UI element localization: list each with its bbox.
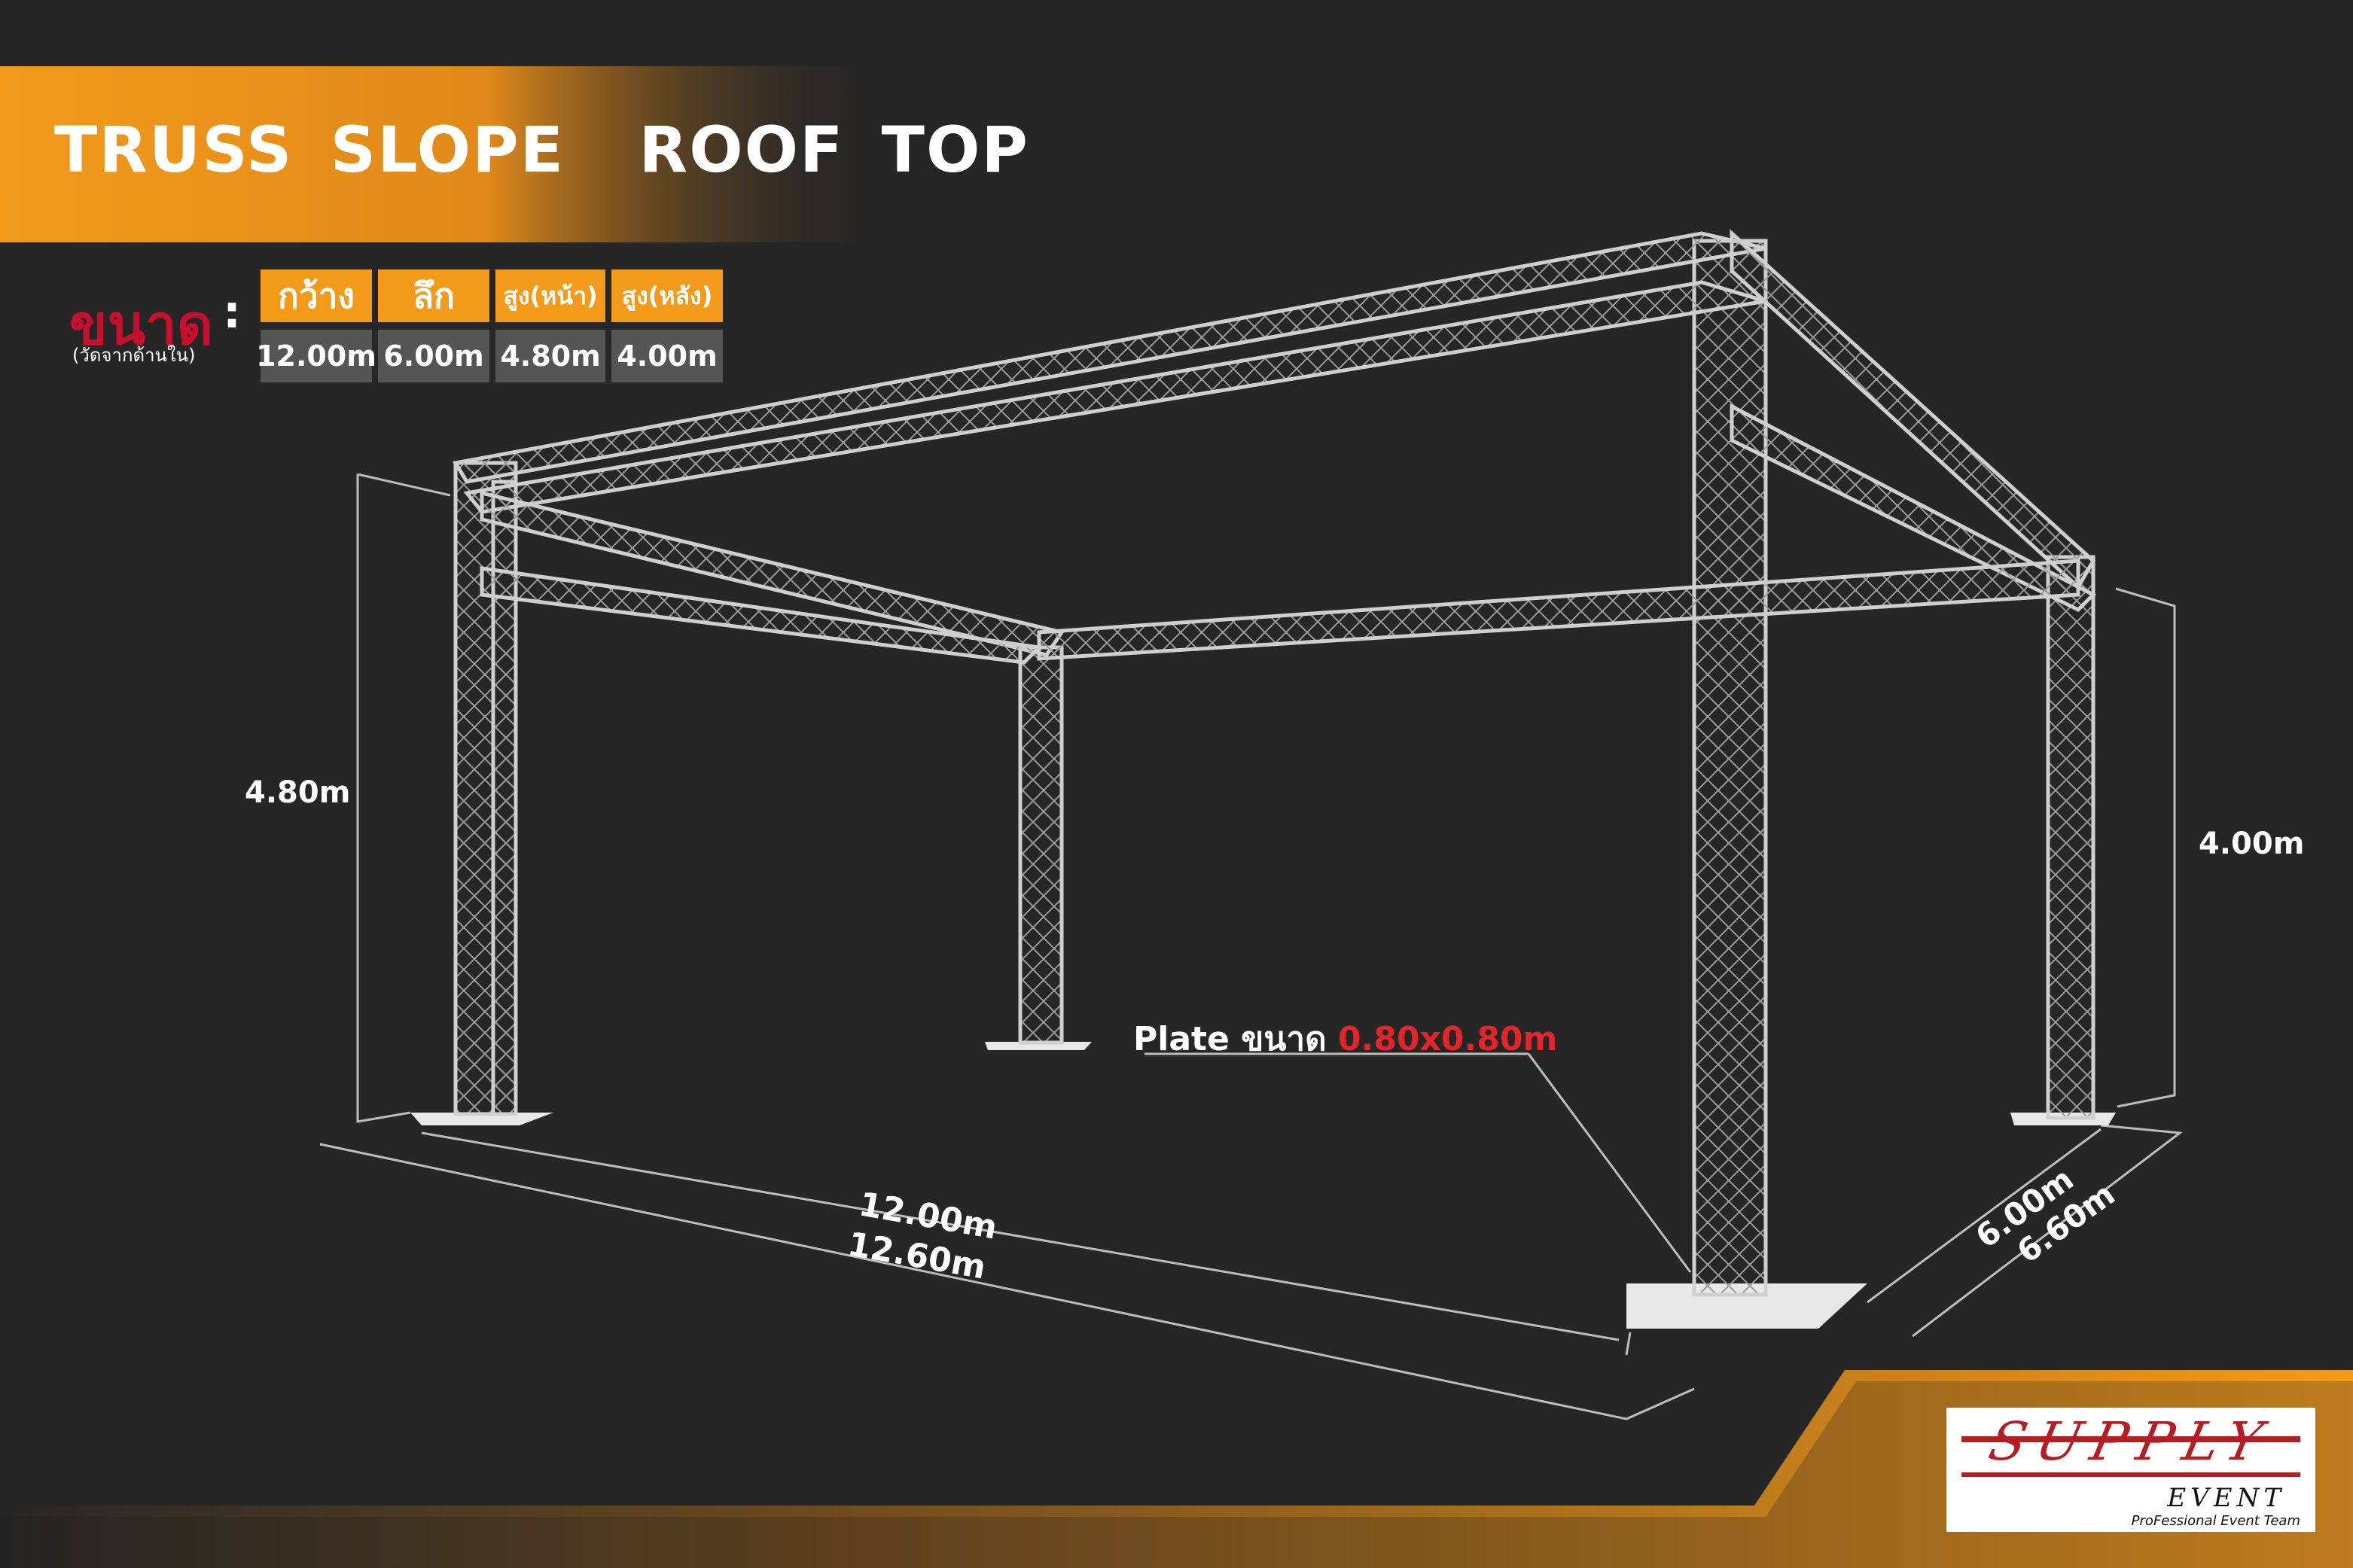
size-label: ขนาด — [69, 293, 213, 358]
spec-header-depth: ลึก — [378, 269, 489, 322]
size-sublabel: (วัดจากด้านใน) — [72, 345, 196, 366]
plate-size-label: Plate ขนาด 0.80x0.80m — [1133, 1012, 1557, 1065]
spec-value-width: 12.00m — [256, 330, 376, 382]
logo-stripes — [1961, 1436, 2300, 1477]
spec-value-back-height: 4.00m — [611, 330, 723, 382]
size-separator: : — [223, 286, 241, 339]
logo-event: EVENT — [2167, 1483, 2285, 1513]
spec-header-front-height: สูง(หน้า) — [495, 269, 605, 322]
spec-header-width: กว้าง — [261, 269, 372, 322]
bottom-stripe-inner — [0, 1381, 2353, 1568]
plate-prefix: Plate ขนาด — [1133, 1020, 1338, 1058]
plate-size-value: 0.80x0.80m — [1337, 1020, 1558, 1058]
page-title: TRUSS SLOPE ROOF TOP — [54, 113, 1029, 187]
spec-header-back-height: สูง(หลัง) — [611, 269, 723, 322]
title-banner — [0, 66, 888, 242]
base-plates — [410, 1042, 2116, 1329]
truss-frame — [453, 229, 2097, 1297]
dimension-lines — [319, 473, 2183, 1420]
main-plate — [1626, 1283, 1867, 1329]
front-height-label: 4.80m — [245, 775, 351, 810]
bottom-stripe — [0, 1370, 2353, 1568]
logo-wordmark: SUPPLY — [1983, 1411, 2278, 1472]
spec-value-front-height: 4.80m — [495, 330, 605, 382]
logo-tagline: ProFessional Event Team — [2131, 1513, 2300, 1529]
spec-value-depth: 6.00m — [378, 330, 489, 382]
supply-event-logo: SUPPLY EVENT ProFessional Event Team — [1946, 1408, 2315, 1532]
back-height-label: 4.00m — [2199, 827, 2305, 861]
